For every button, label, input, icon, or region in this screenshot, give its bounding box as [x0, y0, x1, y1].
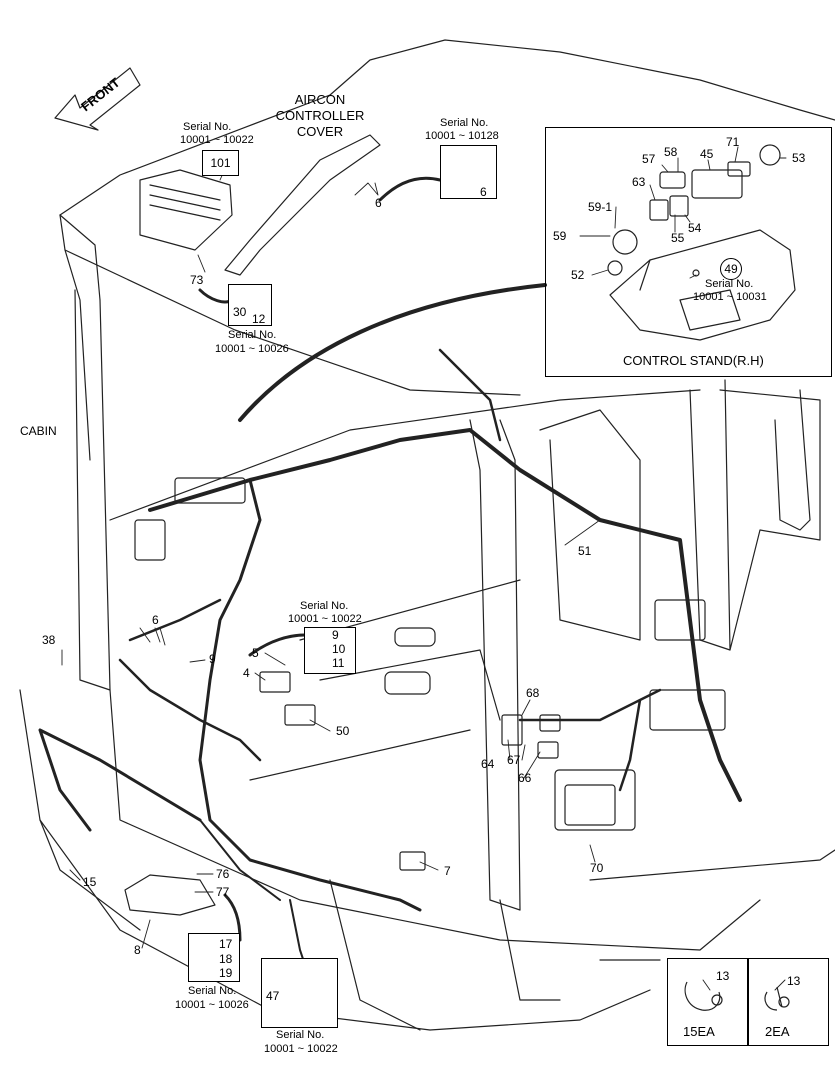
switch-block [174, 477, 246, 504]
part-54: 54 [688, 221, 702, 235]
cabin-floor [109, 389, 761, 951]
cabin-center-pillar [469, 419, 521, 911]
part-18: 18 [219, 952, 233, 966]
qty-15ea: 15EA [683, 1024, 715, 1039]
part-19: 19 [219, 966, 233, 980]
serial-2-title: Serial No. [440, 117, 489, 129]
control-stand-label: CONTROL STAND(R.H) [623, 353, 764, 368]
part-8: 8 [134, 943, 141, 957]
part-13a: 13 [716, 969, 730, 983]
clamp-15ea-icon [684, 981, 721, 1011]
control-stand-panel [609, 229, 796, 341]
cabin-right-frame [689, 379, 821, 651]
part-63: 63 [632, 175, 646, 189]
aircon-title-line3: COVER [296, 124, 344, 139]
fuse-box [649, 689, 726, 731]
aircon-title-line1: AIRCON [294, 92, 346, 107]
serial-2-box [440, 145, 497, 199]
part-53: 53 [792, 151, 806, 165]
serial-2-range: 10001 ~ 10128 [425, 130, 499, 142]
part-59-1: 59-1 [588, 200, 613, 214]
part-49-circle: 49 [720, 258, 742, 280]
serial-1-range: 10001 ~ 10022 [180, 134, 254, 146]
part-58: 58 [664, 145, 678, 159]
part-51: 51 [578, 544, 592, 558]
part-9a: 9 [209, 652, 216, 666]
inset-arc-top [238, 283, 547, 422]
serial-5-box [304, 627, 356, 674]
serial-7-range: 10001 ~ 10022 [264, 1043, 338, 1055]
serial-4-range: 10001 ~ 10026 [215, 343, 289, 355]
part-30: 30 [233, 305, 247, 319]
serial-3-title: Serial No. [705, 278, 754, 290]
serial-6-title: Serial No. [188, 985, 237, 997]
clamp-icons [684, 981, 790, 1011]
part-64: 64 [481, 757, 495, 771]
part-11: 11 [332, 656, 345, 670]
aircon-cover [224, 134, 381, 276]
cabin-left-pillar [74, 289, 111, 691]
serial-5-range: 10001 ~ 10022 [288, 613, 362, 625]
part-6a: 6 [375, 196, 382, 210]
serial-7-box [261, 958, 338, 1028]
cabin-label: CABIN [20, 424, 57, 438]
part-71: 71 [726, 135, 740, 149]
serial-3-range: 10001 ~ 10031 [693, 291, 767, 303]
serial-1-title: Serial No. [183, 121, 232, 133]
part-68: 68 [526, 686, 540, 700]
part-101: 101 [210, 156, 231, 170]
part-47: 47 [266, 989, 280, 1003]
part-38: 38 [42, 633, 56, 647]
part-59: 59 [553, 229, 567, 243]
part-52: 52 [571, 268, 585, 282]
part-10: 10 [332, 642, 346, 656]
part-101-box: 101 [202, 150, 239, 176]
front-arrow [54, 67, 141, 131]
part-73: 73 [190, 273, 204, 287]
part-5: 5 [252, 646, 259, 660]
part-7: 7 [444, 864, 451, 878]
part-77: 77 [216, 885, 230, 899]
part-9b: 9 [332, 628, 339, 642]
serial-4-title: Serial No. [228, 329, 277, 341]
clamp-15ea-box [667, 958, 749, 1046]
main-wire-harness [148, 428, 742, 802]
part-4: 4 [243, 666, 250, 680]
qty-2ea: 2EA [765, 1024, 790, 1039]
cabin-roof-outline [59, 39, 835, 216]
serial-6-box [188, 933, 240, 982]
part-55: 55 [671, 231, 685, 245]
serial-6-range: 10001 ~ 10026 [175, 999, 249, 1011]
serial-7-title: Serial No. [276, 1029, 325, 1041]
part-6c: 6 [152, 613, 159, 627]
clamp-2ea-icon [764, 986, 783, 1011]
part-76: 76 [216, 867, 230, 881]
serial-4-box [228, 284, 272, 326]
clamp-2ea-box [747, 958, 829, 1046]
part-50: 50 [336, 724, 350, 738]
part-57: 57 [642, 152, 656, 166]
aircon-title-line2: CONTROLLER [275, 108, 365, 123]
aircon-controller-unit [139, 169, 233, 251]
part-66: 66 [518, 771, 532, 785]
part-45: 45 [700, 147, 714, 161]
part-15: 15 [83, 875, 97, 889]
part-12: 12 [252, 312, 266, 326]
part-70: 70 [590, 861, 604, 875]
serial-5-title: Serial No. [300, 600, 349, 612]
part-6b: 6 [480, 185, 487, 199]
part-13b: 13 [787, 974, 801, 988]
control-stand-inset [545, 127, 832, 377]
part-17: 17 [219, 937, 233, 951]
part-67: 67 [507, 753, 521, 767]
